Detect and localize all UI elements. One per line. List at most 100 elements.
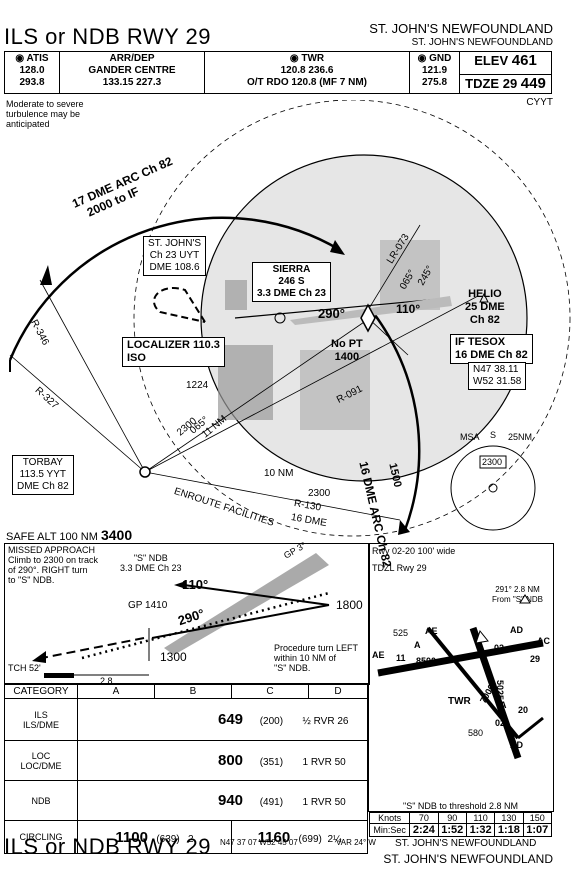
row-values: 800 (351) 1 RVR 50 — [77, 740, 368, 781]
coord-line: W52 31.58 — [473, 376, 522, 387]
altitude-1224: 1224 — [186, 380, 209, 391]
atis-cell: ◉ ATIS 128.0 293.8 — [4, 51, 60, 94]
speed-caption: "S" NDB to threshold 2.8 NM — [403, 801, 518, 811]
tch-label: TCH 52' — [8, 663, 41, 673]
s-ndb-label: "S" NDB 3.3 DME Ch 23 — [120, 553, 182, 573]
row-name-line: ILS — [34, 709, 48, 720]
missed-hold — [153, 287, 206, 323]
arrow-head — [330, 240, 345, 255]
speed-header: Min:Sec — [368, 823, 411, 837]
arr-dep-cell: ARR/DEP GANDER CENTRE 133.15 227.3 — [59, 51, 205, 94]
no-pt-label: No PT 1400 — [331, 338, 363, 364]
s-ndb-line: "S" NDB — [133, 553, 168, 563]
radial-346 — [39, 279, 146, 473]
airport-graphic — [377, 594, 544, 760]
elev-525: 525 — [393, 628, 409, 638]
stjohns-box: ST. JOHN'S Ch 23 UYT DME 108.6 — [143, 236, 207, 276]
turbulence-line: turbulence may be — [6, 109, 81, 119]
runway-label: AE — [425, 626, 438, 636]
arr-values: 133.15 227.3 — [102, 77, 162, 88]
tdze-label: TDZE 29 — [465, 76, 518, 91]
row-values: 940 (491) 1 RVR 50 — [77, 780, 368, 821]
helio-line: HELIO — [468, 288, 502, 300]
arr-label: ARR/DEP — [109, 53, 155, 64]
minimums-row: NDB 940 (491) 1 RVR 50 — [4, 780, 368, 821]
gnd-value: 275.8 — [421, 77, 448, 88]
taxiway-label: A — [500, 700, 507, 710]
row-name-line: LOC — [31, 750, 51, 761]
runway-label: 20 — [518, 705, 529, 715]
rwy-length: 5025 — [495, 680, 505, 701]
runway-label: 02 — [494, 643, 505, 653]
missed-approach-text: MISSED APPROACH Climb to 2300 on track o… — [8, 545, 98, 585]
time-cell: 2:24 — [409, 823, 439, 837]
runway-label: AD — [510, 740, 523, 750]
atis-label: ATIS — [26, 53, 49, 64]
header-cell: CATEGORY — [4, 683, 78, 699]
safe-alt-value: 3400 — [100, 527, 133, 543]
ndb-note-line: From "S" NDB — [492, 595, 544, 604]
box-line: DME 108.6 — [149, 262, 200, 273]
taxiway-label: A — [414, 640, 421, 650]
arrow-head — [174, 581, 186, 589]
helio-line: 25 DME — [465, 301, 505, 313]
elev-value: 461 — [511, 52, 537, 69]
proc-turn-line: "S" NDB. — [274, 663, 311, 673]
vis-value: ½ RVR 26 — [302, 716, 349, 727]
vis-value: 1 RVR 50 — [302, 757, 346, 768]
torbay-box: TORBAY 113.5 YYT DME Ch 82 — [12, 455, 74, 495]
iftesox-fix — [360, 303, 376, 333]
radial-lr073 — [367, 224, 421, 311]
circling-cd: 1160 (699) 2¼ — [231, 820, 368, 854]
runway-07-25 — [426, 626, 520, 740]
taxiway — [517, 716, 544, 740]
time-cell: 1:18 — [494, 823, 524, 837]
vis-value: 1 RVR 50 — [302, 797, 346, 808]
time-row: Min:Sec 2:24 1:52 1:32 1:18 1:07 — [368, 823, 553, 837]
runway-11-29 — [377, 639, 544, 677]
mda-value: 1160 — [257, 828, 291, 846]
twr-values: 120.8 236.6 — [280, 65, 334, 76]
gp-1410: GP 1410 — [128, 600, 168, 611]
box-line: TORBAY — [22, 457, 63, 468]
atis-value: 128.0 — [19, 65, 45, 76]
missed-line: Climb to 2300 on track — [8, 555, 99, 565]
chart-title: ILS or NDB RWY 29 — [4, 24, 211, 49]
footer-airport: ST. JOHN'S NEWFOUNDLAND — [383, 852, 553, 866]
header-city: ST. JOHN'S NEWFOUNDLAND — [369, 21, 553, 36]
hat-value: (200) — [259, 716, 284, 727]
box-line: 16 DME Ch 82 — [455, 349, 528, 361]
msa-radius: 25NM — [508, 432, 533, 442]
runway-02-20 — [469, 626, 522, 760]
mda-value: 649 — [218, 711, 244, 728]
msa-box — [479, 455, 507, 469]
sierra-ndb — [274, 312, 286, 324]
msa-center — [488, 483, 498, 493]
runway-label: AC — [537, 636, 550, 646]
nopt-line: 1400 — [334, 351, 360, 363]
twr-label: TWR — [301, 53, 325, 64]
radial-130 — [144, 471, 401, 521]
distance-label: 2.8 — [100, 676, 113, 686]
msa-altitude: 2300 — [482, 457, 503, 467]
twr-label: TWR — [448, 696, 471, 707]
vis-value: 2¼ — [327, 833, 342, 845]
row-name: NDB — [4, 780, 78, 821]
arrow-head — [398, 520, 410, 535]
distance-10nm: 10 NM — [264, 468, 294, 479]
elev-label: ELEV — [474, 53, 509, 68]
s-ndb-line: 3.3 DME Ch 23 — [120, 563, 182, 573]
time-cell: 1:07 — [522, 823, 553, 837]
missed-path — [41, 637, 145, 659]
footer-coords: N47 37 07 W52 45 07 — [220, 838, 298, 847]
hat-value: (491) — [259, 797, 284, 808]
header-cell: C — [231, 683, 309, 699]
box-line: 113.5 YYT — [19, 469, 66, 480]
helio-label: HELIO 25 DME Ch 82 — [465, 288, 505, 327]
circling-row: CIRCLING 1100 (639) 2 1160 (699) 2¼ — [4, 820, 368, 854]
row-name: CIRCLING — [4, 820, 78, 854]
time-cell: 1:52 — [437, 823, 467, 837]
